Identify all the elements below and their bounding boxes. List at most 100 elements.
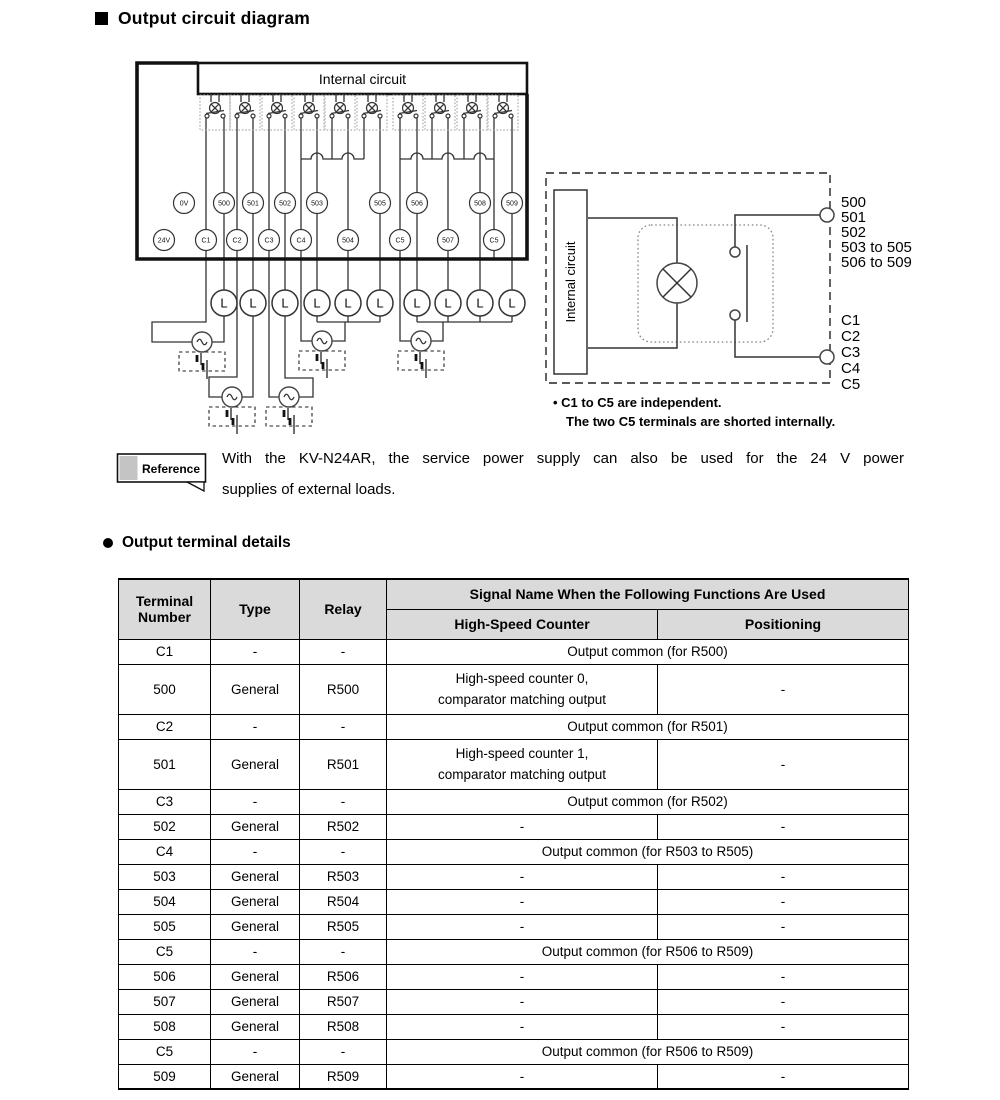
col-header-high-speed-counter: High-Speed Counter [386, 608, 658, 640]
reference-text-line2: supplies of external loads. [222, 480, 396, 498]
cell-positioning: - [656, 963, 910, 990]
cell-relay: R502 [299, 813, 387, 840]
terminal-508: 508 [468, 191, 492, 215]
ac-source-icon [278, 386, 300, 408]
battery-icon [315, 350, 329, 380]
cell-high-speed-counter: - [386, 813, 658, 840]
header-terminal-line1: Terminal [135, 593, 194, 610]
cell-relay: - [299, 788, 387, 815]
table-row: C2--Output common (for R501) [118, 713, 910, 740]
cell-relay: R507 [299, 988, 387, 1015]
page-title: Output circuit diagram [95, 8, 310, 29]
cell-terminal: 507 [118, 988, 211, 1015]
output-terminal-details-table: Terminal Number Type Relay Signal Name W… [118, 578, 910, 1090]
cell-terminal: C4 [118, 838, 211, 865]
table-subheader-row: High-Speed Counter Positioning [119, 608, 910, 640]
cell-positioning: - [656, 863, 910, 890]
cell-relay: - [299, 713, 387, 740]
svg-text:C2: C2 [233, 238, 242, 245]
cell-positioning: - [656, 1013, 910, 1040]
cell-type: - [210, 638, 300, 665]
svg-text:500: 500 [841, 194, 866, 211]
svg-text:C1: C1 [841, 312, 860, 329]
internal-circuit-box [553, 189, 588, 375]
cell-common: Output common (for R500) [385, 638, 910, 665]
note-line-1: • C1 to C5 are independent. [553, 395, 722, 410]
terminal-500: 500 [212, 191, 236, 215]
battery-icon [225, 406, 239, 436]
load-label: L [281, 296, 288, 311]
svg-text:C4: C4 [841, 360, 860, 377]
relay-unit-icon [229, 93, 261, 131]
relay-unit-icon [356, 93, 388, 131]
cell-type: General [210, 813, 300, 840]
table-row: C4--Output common (for R503 to R505) [118, 838, 910, 865]
cell-terminal: C5 [118, 938, 211, 965]
cell-common: Output common (for R506 to R509) [385, 1038, 910, 1065]
table-row: C1--Output common (for R500) [118, 638, 910, 665]
contact-terminal [729, 309, 741, 321]
terminal-c5b: C5 [482, 228, 506, 252]
cell-terminal: 506 [118, 963, 211, 990]
terminal-c3: C3 [257, 228, 281, 252]
ac-source-icon [191, 331, 213, 353]
load-label: L [313, 296, 320, 311]
hsc-line2: comparator matching output [437, 692, 607, 707]
cell-relay: R505 [299, 913, 387, 940]
cell-positioning: - [656, 988, 910, 1015]
load-row: L L L L L L L L L L [210, 289, 526, 317]
cell-type: - [210, 938, 300, 965]
svg-text:503: 503 [311, 201, 323, 208]
relay-unit-icon [293, 93, 325, 131]
terminal-0v: 0V [172, 191, 196, 215]
col-header-type: Type [210, 578, 300, 640]
external-power-supplies [178, 330, 445, 436]
cell-terminal: C2 [118, 713, 211, 740]
terminal-503: 503 [305, 191, 329, 215]
cell-relay: R509 [299, 1063, 387, 1090]
hsc-line1: High-speed counter 1, [455, 746, 589, 761]
col-header-terminal-number: Terminal Number [118, 578, 211, 640]
terminal-24v: 24V [152, 228, 176, 252]
terminal-row-commons: 24V C1 C2 C3 C4 504 C5 507 C5 [152, 228, 506, 252]
cell-type: General [210, 1063, 300, 1090]
svg-text:0V: 0V [180, 201, 189, 208]
cell-type: - [210, 713, 300, 740]
cell-type: General [210, 963, 300, 990]
cell-terminal: 500 [118, 663, 211, 715]
cell-relay: R501 [299, 738, 387, 790]
reference-text-line1: With the KV-N24AR, the service power sup… [222, 450, 904, 467]
cell-high-speed-counter: - [386, 1013, 658, 1040]
cell-type: General [210, 913, 300, 940]
ac-source-icon [311, 330, 333, 352]
relay-detail-diagram: Internal circuit 500 501 502 503 to 505 … [545, 172, 912, 429]
circle-bullet-icon [103, 538, 113, 548]
cell-type: General [210, 738, 300, 790]
col-header-positioning: Positioning [656, 608, 910, 640]
relay-units [199, 93, 519, 131]
svg-text:C5: C5 [841, 376, 860, 393]
cell-type: - [210, 838, 300, 865]
load-label: L [508, 296, 515, 311]
svg-text:502: 502 [841, 224, 866, 241]
ac-source-icon [410, 330, 432, 352]
terminal-c1: C1 [194, 228, 218, 252]
note-line-2: The two C5 terminals are shorted interna… [566, 414, 835, 429]
relay-unit-icon [487, 93, 519, 131]
cell-positioning: - [656, 1063, 910, 1090]
cell-relay: R500 [299, 663, 387, 715]
cell-high-speed-counter: - [386, 863, 658, 890]
table-row: C5--Output common (for R506 to R509) [118, 1038, 910, 1065]
cell-terminal: C5 [118, 1038, 211, 1065]
col-header-relay: Relay [299, 578, 387, 640]
terminal-505: 505 [368, 191, 392, 215]
svg-text:501: 501 [841, 209, 866, 226]
cell-common: Output common (for R501) [385, 713, 910, 740]
cell-type: General [210, 988, 300, 1015]
